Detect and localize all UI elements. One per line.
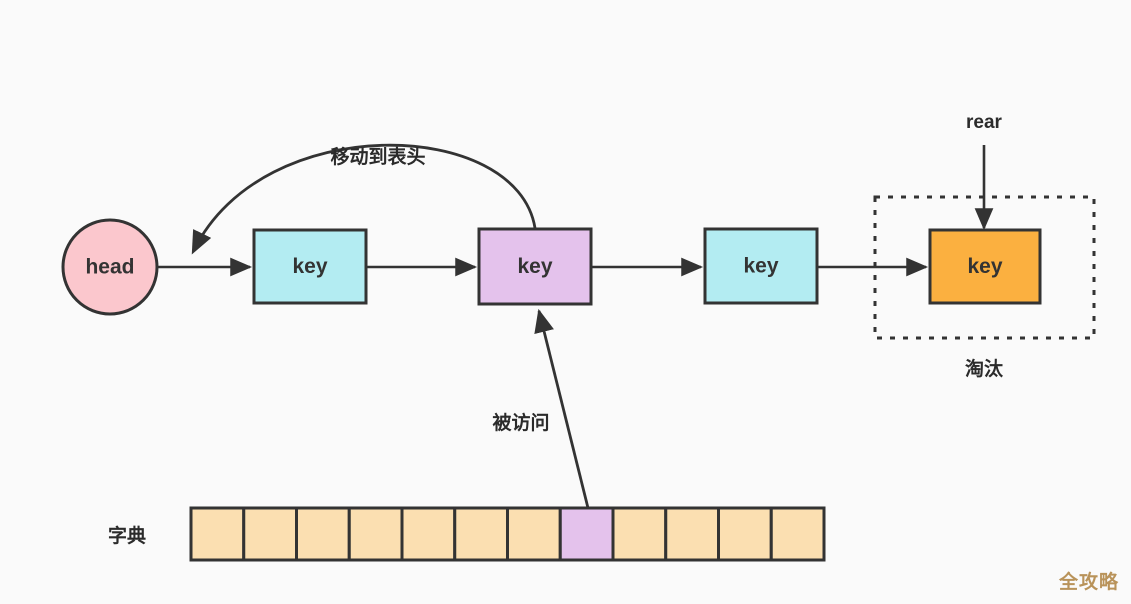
dictionary-cell[interactable] — [453, 506, 509, 562]
list-node-2-label: key — [517, 255, 552, 278]
dictionary-cells — [189, 506, 826, 562]
accessed-label: 被访问 — [492, 411, 549, 434]
dictionary-cell[interactable] — [242, 506, 298, 562]
evict-region — [873, 195, 1096, 340]
dictionary-cell-highlighted[interactable] — [558, 506, 615, 562]
list-node-1[interactable]: key — [252, 228, 368, 305]
move-to-head-label: 移动到表头 — [330, 145, 425, 168]
head-node[interactable]: head — [61, 218, 159, 316]
list-node-2-box[interactable] — [477, 227, 593, 306]
evict-region-label: 淘汰 — [965, 357, 1004, 380]
list-node-4-box[interactable] — [928, 228, 1042, 305]
dictionary-cell[interactable] — [769, 506, 826, 562]
list-node-4-evicted[interactable]: key — [928, 228, 1042, 305]
accessed-arrow: 被访问 — [492, 308, 590, 509]
evict-region-border — [873, 195, 1096, 340]
list-node-1-box[interactable] — [252, 228, 368, 305]
watermark: 全攻略 — [1058, 572, 1119, 593]
list-node-3[interactable]: key — [703, 227, 819, 305]
dictionary-cell[interactable] — [347, 506, 404, 562]
list-node-2-accessed[interactable]: key — [477, 227, 593, 306]
dictionary-label: 字典 — [108, 524, 146, 547]
head-label: head — [85, 256, 134, 279]
dictionary: 字典 — [108, 506, 826, 562]
dictionary-cell[interactable] — [664, 506, 720, 562]
rear-pointer: rear — [966, 112, 1003, 231]
dictionary-cell[interactable] — [189, 506, 246, 562]
dictionary-cell[interactable] — [295, 506, 351, 562]
list-node-4-label: key — [967, 255, 1002, 278]
move-to-head-arrow: 移动到表头 — [191, 143, 537, 255]
dictionary-cell[interactable] — [506, 506, 562, 562]
move-to-head-curve — [191, 143, 537, 255]
dictionary-cell[interactable] — [717, 506, 773, 562]
dictionary-cell[interactable] — [611, 506, 668, 562]
list-node-3-box[interactable] — [703, 227, 819, 305]
rear-label: rear — [966, 112, 1003, 133]
dictionary-cell[interactable] — [400, 506, 457, 562]
list-node-3-label: key — [743, 255, 778, 278]
list-nodes: key key key key — [252, 227, 1042, 306]
head-circle[interactable] — [61, 218, 159, 316]
list-node-1-label: key — [292, 255, 327, 278]
accessed-line — [534, 308, 590, 509]
